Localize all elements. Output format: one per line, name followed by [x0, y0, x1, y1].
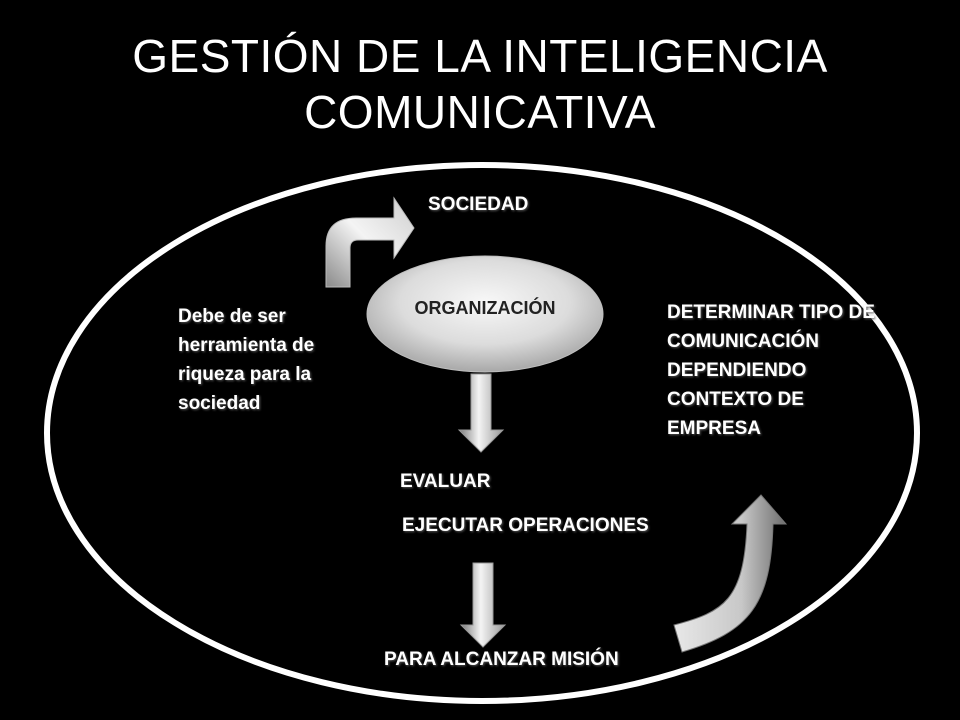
mision-label: PARA ALCANZAR MISIÓN [384, 649, 619, 670]
down-arrow-to-evaluar [457, 373, 505, 453]
curved-arrow-to-right-text [673, 494, 788, 653]
organization-oval [366, 255, 604, 373]
title-line-2: COMUNICATIVA [304, 86, 656, 138]
title-line-1: GESTIÓN DE LA INTELIGENCIA [132, 30, 828, 82]
down-arrow-to-mision [459, 562, 507, 648]
evaluar-label: EVALUAR [400, 471, 491, 492]
organizacion-label: ORGANIZACIÓN [414, 298, 556, 318]
bent-arrow-to-sociedad [325, 196, 415, 288]
right-description-text: DETERMINAR TIPO DE COMUNICACIÓN DEPENDIE… [667, 302, 875, 439]
sociedad-label: SOCIEDAD [428, 194, 529, 215]
outer-ellipse [44, 162, 920, 704]
diagram-title: GESTIÓN DE LA INTELIGENCIA COMUNICATIVA [0, 28, 960, 140]
ejecutar-label: EJECUTAR OPERACIONES [402, 515, 649, 536]
left-description-text: Debe de ser herramienta de riqueza para … [178, 306, 315, 414]
